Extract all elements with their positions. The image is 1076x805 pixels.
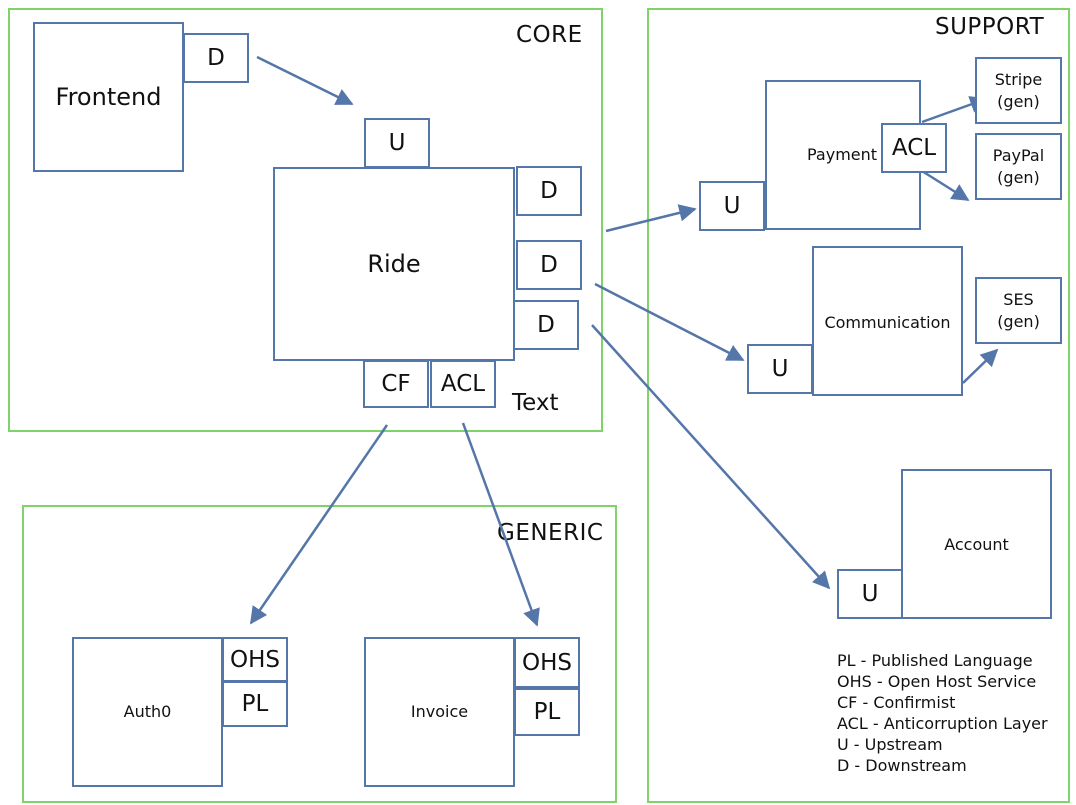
legend-item-ohs: OHS - Open Host Service (837, 672, 1037, 691)
legend: PL - Published Language OHS - Open Host … (837, 650, 1048, 776)
account-upstream-tag: U (837, 569, 903, 619)
legend-item-acl: ACL - Anticorruption Layer (837, 714, 1048, 733)
ride-box: Ride (273, 167, 515, 361)
generic-region (22, 505, 617, 803)
account-box: Account (901, 469, 1052, 619)
arrow-frontend-to-ride (256, 55, 354, 106)
legend-item-d: D - Downstream (837, 756, 967, 775)
ride-downstream-tag-2: D (516, 240, 582, 290)
arrow-ride-to-payment (605, 204, 697, 233)
ride-upstream-tag: U (364, 118, 430, 168)
auth0-ohs-tag: OHS (222, 637, 288, 682)
ses-box: SES (gen) (975, 277, 1062, 344)
ride-downstream-tag-1: D (516, 166, 582, 216)
legend-item-u: U - Upstream (837, 735, 943, 754)
frontend-box: Frontend (33, 22, 184, 172)
arrow-ride-to-auth0 (249, 424, 389, 625)
invoice-box: Invoice (364, 637, 515, 787)
auth0-pl-tag: PL (222, 681, 288, 727)
communication-box: Communication (812, 246, 963, 396)
payment-acl-tag: ACL (881, 123, 947, 173)
invoice-ohs-tag: OHS (514, 637, 580, 688)
legend-item-pl: PL - Published Language (837, 651, 1033, 670)
arrow-communication-to-ses (962, 348, 999, 384)
frontend-downstream-tag: D (183, 33, 249, 83)
annotation-text: Text (512, 390, 559, 416)
core-label: CORE (516, 22, 583, 48)
arrow-ride-to-account (591, 324, 831, 590)
ride-downstream-tag-3: D (513, 300, 579, 350)
support-region (647, 8, 1070, 803)
invoice-pl-tag: PL (514, 688, 580, 736)
arrow-ride-to-invoice (461, 422, 540, 627)
support-label: SUPPORT (935, 14, 1045, 40)
arrow-ride-to-communication (594, 282, 745, 362)
legend-item-cf: CF - Confirmist (837, 693, 956, 712)
ride-conformist-tag: CF (363, 360, 429, 408)
paypal-box: PayPal (gen) (975, 133, 1062, 200)
stripe-box: Stripe (gen) (975, 57, 1062, 124)
payment-upstream-tag: U (699, 181, 765, 231)
communication-upstream-tag: U (747, 344, 813, 394)
arrow-payment-to-paypal (921, 169, 970, 202)
core-region (8, 8, 603, 432)
ride-acl-tag: ACL (430, 360, 496, 408)
generic-label: GENERIC (497, 520, 604, 546)
auth0-box: Auth0 (72, 637, 223, 787)
